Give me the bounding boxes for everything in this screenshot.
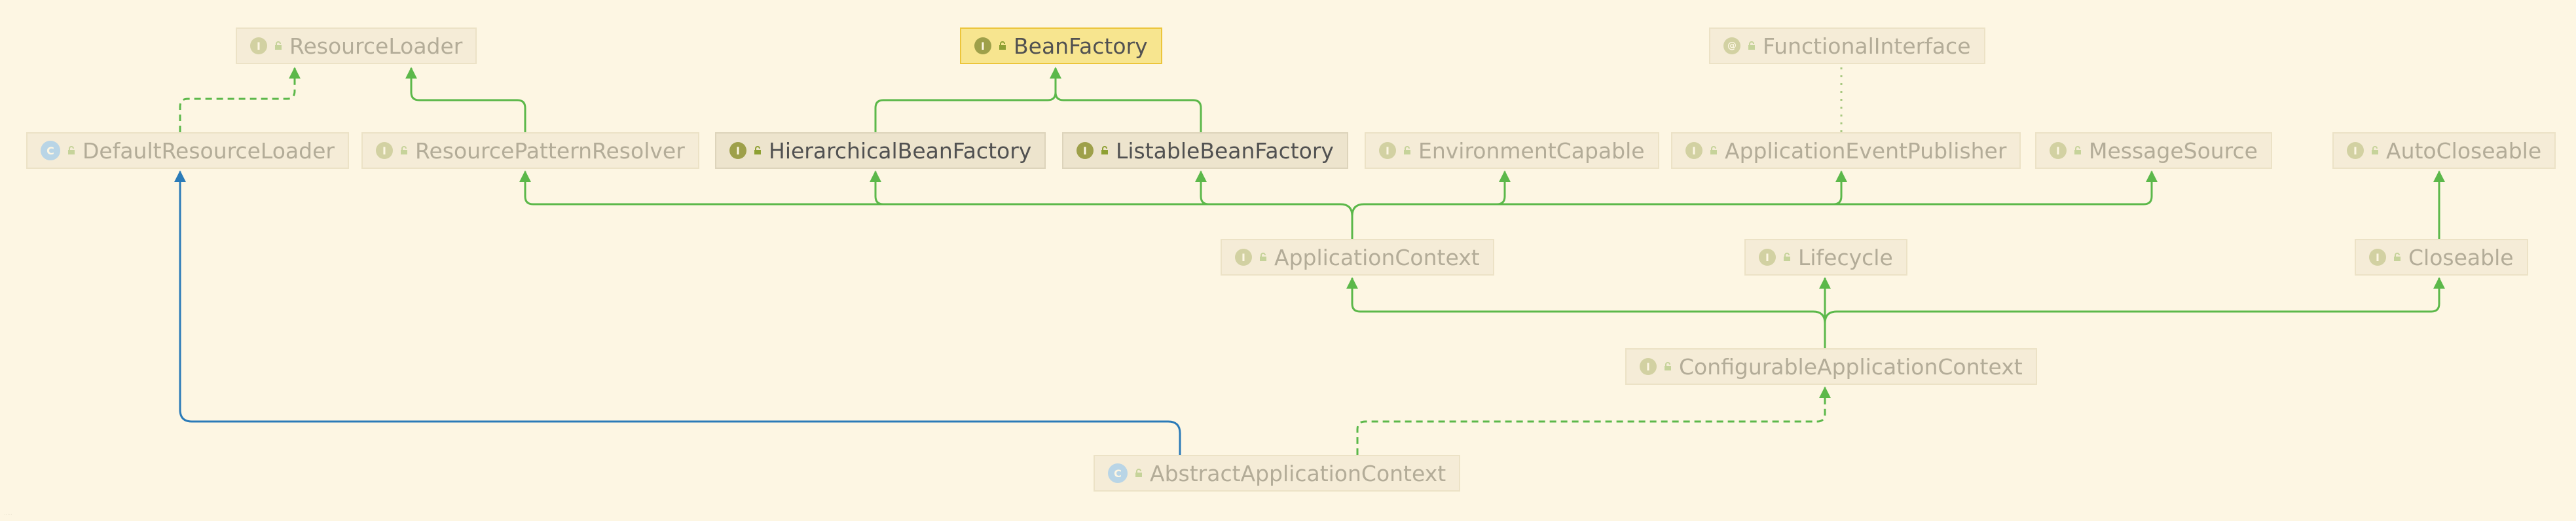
- interface-icon: I: [1379, 142, 1396, 159]
- edge-appcontext-messagesource: [1833, 170, 2158, 206]
- node-listable-bean-factory[interactable]: I ListableBeanFactory: [1062, 132, 1348, 169]
- interface-icon: I: [1076, 142, 1094, 159]
- interface-icon: I: [376, 142, 393, 159]
- lock-icon: [754, 146, 761, 154]
- node-message-source[interactable]: I MessageSource: [2035, 132, 2272, 169]
- edge-appcontext-environment: [1364, 170, 1511, 206]
- node-label: MessageSource: [2089, 137, 2258, 164]
- watermark-mark: ·····: [4, 512, 12, 518]
- node-label: ResourceLoader: [289, 33, 463, 59]
- lock-icon: [275, 41, 282, 50]
- interface-icon: I: [250, 37, 267, 54]
- edge-appcontext-fan: [1351, 203, 1365, 239]
- lock-icon: [1135, 469, 1142, 477]
- interface-icon: I: [1640, 358, 1657, 375]
- edge-appcontext-publisher: [1497, 170, 1847, 206]
- node-label: ApplicationContext: [1274, 244, 1480, 270]
- edge-resourcepatternresolver-resourceloader: [405, 67, 526, 132]
- interface-icon: I: [1685, 142, 1702, 159]
- edge-configurable-applicationcontext: [1346, 277, 1826, 348]
- node-auto-closeable[interactable]: I AutoCloseable: [2332, 132, 2556, 169]
- node-bean-factory[interactable]: I BeanFactory: [960, 27, 1162, 64]
- interface-icon: I: [2369, 249, 2386, 266]
- lock-icon: [1404, 146, 1410, 154]
- interface-icon: I: [974, 37, 991, 54]
- node-label: HierarchicalBeanFactory: [769, 137, 1032, 164]
- edge-listable-beanfactory: [1050, 67, 1202, 132]
- lock-icon: [1784, 253, 1790, 261]
- node-label: ApplicationEventPublisher: [1725, 137, 2007, 164]
- class-icon: C: [41, 141, 60, 160]
- node-label: ListableBeanFactory: [1116, 137, 1334, 164]
- lock-icon: [2074, 146, 2081, 154]
- lock-icon: [68, 146, 75, 154]
- node-application-event-publisher[interactable]: I ApplicationEventPublisher: [1671, 132, 2021, 169]
- node-label: AutoCloseable: [2386, 137, 2542, 164]
- node-label: BeanFactory: [1014, 33, 1148, 59]
- node-label: FunctionalInterface: [1763, 33, 1971, 59]
- node-application-context[interactable]: I ApplicationContext: [1221, 239, 1494, 276]
- node-label: DefaultResourceLoader: [83, 137, 335, 164]
- node-hierarchical-bean-factory[interactable]: I HierarchicalBeanFactory: [715, 132, 1046, 169]
- node-abstract-application-context[interactable]: C AbstractApplicationContext: [1094, 455, 1461, 492]
- interface-icon: I: [2050, 142, 2067, 159]
- lock-icon: [1665, 362, 1671, 370]
- abstract-class-icon: C: [1108, 463, 1128, 483]
- node-environment-capable[interactable]: I EnvironmentCapable: [1365, 132, 1659, 169]
- interface-icon: I: [1759, 249, 1776, 266]
- interface-icon: I: [1235, 249, 1252, 266]
- edge-appcontext-listable: [1195, 170, 1209, 206]
- lock-icon: [1101, 146, 1108, 154]
- node-label: ResourcePatternResolver: [415, 137, 685, 164]
- edge-appcontext-hierarchical: [870, 170, 884, 206]
- lock-icon: [999, 41, 1006, 50]
- annotation-icon: @: [1723, 37, 1740, 54]
- edge-abstract-defaultresourceloader: [174, 170, 1181, 455]
- interface-icon: I: [729, 142, 746, 159]
- node-label: EnvironmentCapable: [1418, 137, 1645, 164]
- node-default-resource-loader[interactable]: C DefaultResourceLoader: [26, 132, 349, 169]
- lock-icon: [1748, 41, 1755, 50]
- node-resource-loader[interactable]: I ResourceLoader: [236, 27, 477, 64]
- node-functional-interface[interactable]: @ FunctionalInterface: [1709, 27, 1985, 64]
- edge-configurable-closeable: [1824, 277, 2445, 324]
- edge-appcontext-resourcepatternresolver: [519, 170, 1340, 206]
- node-label: AbstractApplicationContext: [1150, 460, 1446, 486]
- node-label: Closeable: [2408, 244, 2514, 270]
- lock-icon: [2394, 253, 2401, 261]
- node-resource-pattern-resolver[interactable]: I ResourcePatternResolver: [361, 132, 699, 169]
- lock-icon: [1710, 146, 1717, 154]
- node-configurable-application-context[interactable]: I ConfigurableApplicationContext: [1625, 348, 2037, 385]
- edge-abstract-configurable: [1356, 386, 1831, 455]
- node-label: ConfigurableApplicationContext: [1679, 353, 2023, 380]
- edge-hierarchical-beanfactory: [874, 67, 1061, 132]
- node-closeable[interactable]: I Closeable: [2355, 239, 2528, 276]
- edge-defaultresourceloader-resourceloader: [179, 67, 301, 132]
- lock-icon: [2372, 146, 2378, 154]
- node-lifecycle[interactable]: I Lifecycle: [1744, 239, 1907, 276]
- lock-icon: [1260, 253, 1266, 261]
- lock-icon: [401, 146, 407, 154]
- interface-icon: I: [2347, 142, 2364, 159]
- node-label: Lifecycle: [1798, 244, 1893, 270]
